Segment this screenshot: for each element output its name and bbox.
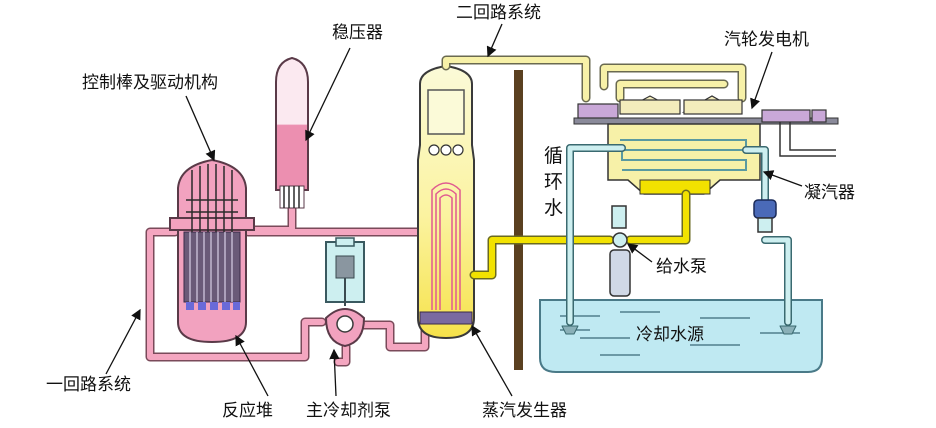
- feed-water-pump: [609, 205, 631, 297]
- secondary-steam-piping: [441, 55, 747, 103]
- label-primary-loop: 一回路系统: [46, 375, 131, 395]
- condenser: [607, 123, 761, 195]
- label-pressurizer: 稳压器: [332, 23, 383, 43]
- label-steam-generator: 蒸汽发生器: [482, 401, 567, 421]
- label-main-coolant-pump: 主冷却剂泵: [306, 401, 391, 421]
- label-reactor-core: 反应堆: [222, 401, 273, 421]
- label-condenser: 凝汽器: [804, 183, 855, 203]
- pressurizer: [275, 56, 309, 209]
- label-secondary-loop: 二回路系统: [456, 3, 541, 23]
- label-circulating-water-1: 循: [544, 145, 563, 167]
- reactor-vessel: [169, 158, 255, 344]
- primary-loop-piping: [145, 201, 430, 367]
- circulating-water-wall: [514, 70, 523, 370]
- cooling-water-piping: [561, 144, 797, 335]
- label-circulating-water-2: 环: [544, 171, 563, 193]
- circulating-water-pump: [753, 199, 777, 233]
- label-cooling-source: 冷却水源: [636, 325, 704, 345]
- main-coolant-pump: [324, 237, 366, 348]
- label-control-rods: 控制棒及驱动机构: [82, 73, 218, 93]
- label-arrows: [105, 23, 803, 397]
- label-feed-pump: 给水泵: [656, 257, 707, 277]
- steam-generator: [417, 64, 475, 340]
- feedwater-piping: [469, 189, 691, 280]
- turbine-generator: [573, 95, 839, 157]
- label-turbine-generator: 汽轮发电机: [724, 30, 809, 50]
- label-circulating-water-3: 水: [544, 197, 563, 219]
- control-rod-drive: [186, 164, 238, 232]
